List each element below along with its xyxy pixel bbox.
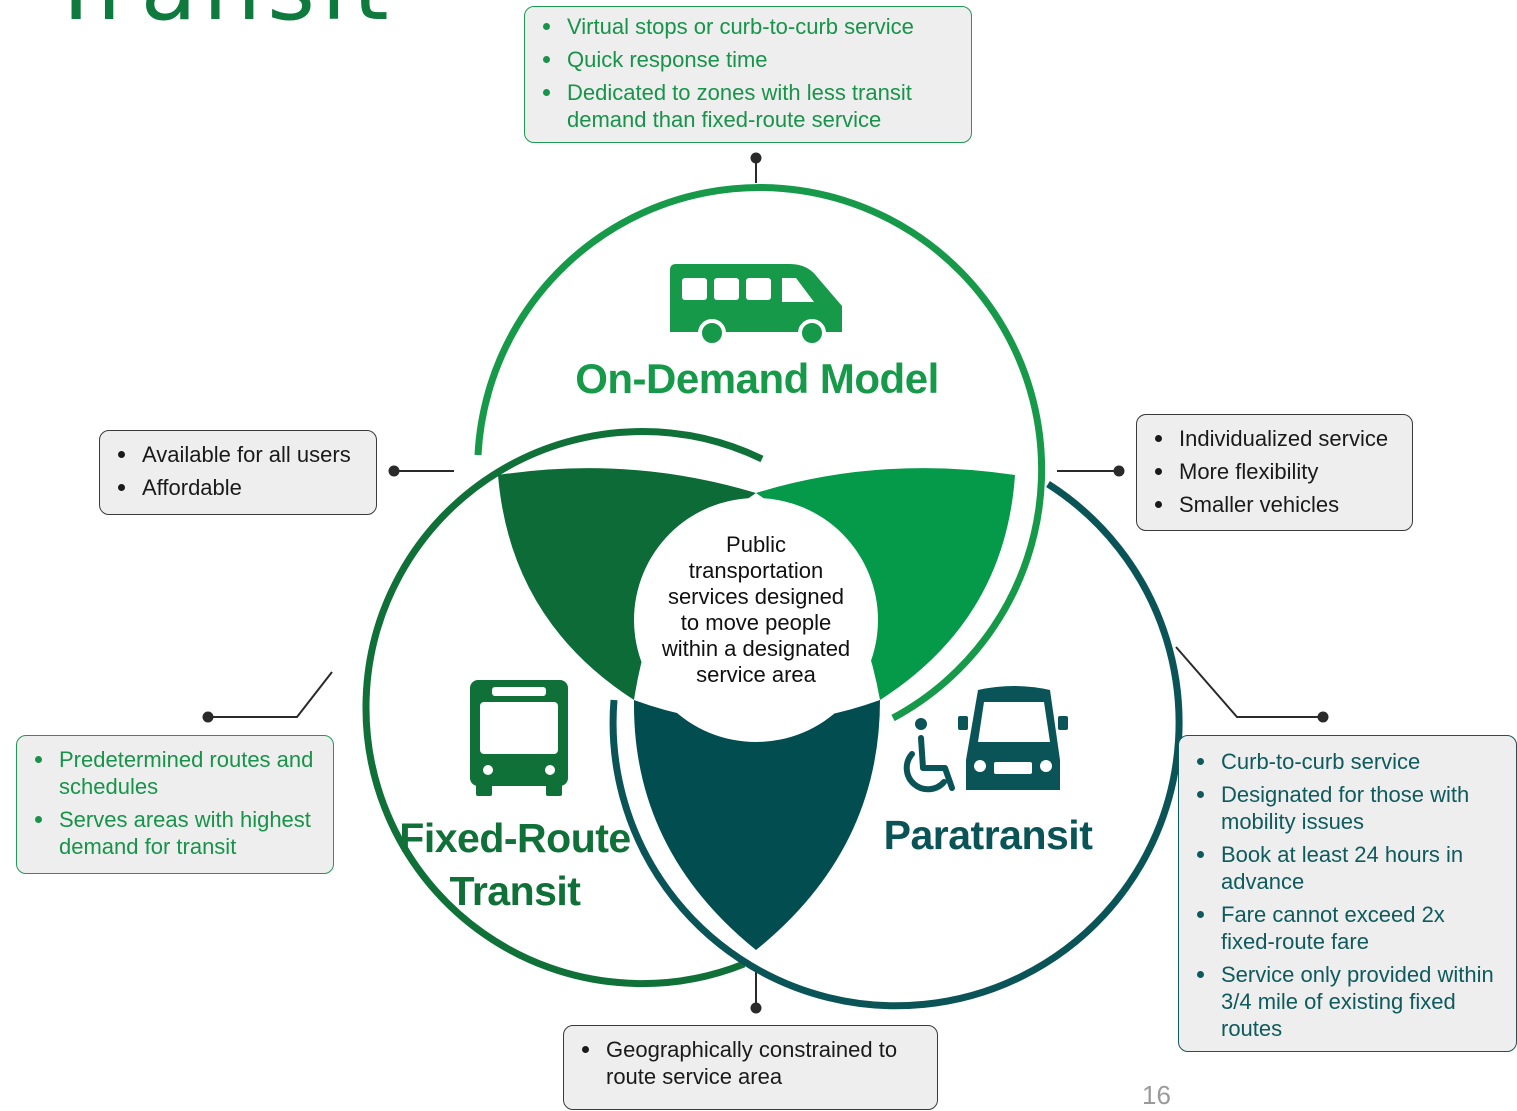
paratransit-circle <box>609 481 1183 1010</box>
connector-lines <box>202 152 1329 1014</box>
center-region <box>634 498 878 742</box>
wheelchair-icon <box>903 718 955 793</box>
callout-item: Book at least 24 hours in advance <box>1195 841 1504 895</box>
fixed-route-circle <box>362 428 764 987</box>
connector-fixed-route <box>208 671 333 718</box>
van-front-icon <box>958 686 1068 790</box>
page-number: 16 <box>1142 1080 1171 1110</box>
fixed-route-label-line1: Fixed-Route <box>399 815 631 861</box>
callout-item: Affordable <box>116 474 364 501</box>
slide-title: Transit <box>48 0 395 34</box>
minibus-icon <box>670 264 842 347</box>
paratransit-label: Paratransit <box>883 812 1093 858</box>
callout-item: Individualized service <box>1153 425 1400 452</box>
callout-item: Service only provided within 3/4 mile of… <box>1195 961 1504 1042</box>
callout-item: Quick response time <box>541 46 959 73</box>
callout-item: More flexibility <box>1153 458 1400 485</box>
callout-shared-on-demand-para: Individualized service More flexibility … <box>1136 414 1413 531</box>
connector-paratransit <box>1175 646 1323 718</box>
callout-item: Geographically constrained to route serv… <box>580 1036 925 1090</box>
callout-fixed-route: Predetermined routes and schedules Serve… <box>16 735 334 874</box>
callout-shared-fixed-on-demand: Available for all users Affordable <box>99 430 377 515</box>
on-demand-label: On-Demand Model <box>575 355 939 402</box>
overlap-fixed-para <box>633 700 880 950</box>
callout-item: Curb-to-curb service <box>1195 748 1504 775</box>
fixed-route-label-line2: Transit <box>449 868 581 914</box>
callout-on-demand: Virtual stops or curb-to-curb service Qu… <box>524 6 972 143</box>
bus-front-icon <box>470 680 568 796</box>
callout-paratransit: Curb-to-curb service Designated for thos… <box>1178 735 1517 1052</box>
callout-item: Designated for those with mobility issue… <box>1195 781 1504 835</box>
callout-item: Dedicated to zones with less transit dem… <box>541 79 959 133</box>
fixed-route-label: Fixed-Route Transit <box>390 812 640 918</box>
callout-item: Smaller vehicles <box>1153 491 1400 518</box>
on-demand-circle <box>474 184 1046 722</box>
callout-item: Available for all users <box>116 441 364 468</box>
callout-item: Virtual stops or curb-to-curb service <box>541 13 959 40</box>
callout-item: Fare cannot exceed 2x fixed-route fare <box>1195 901 1504 955</box>
callout-shared-fixed-para: Geographically constrained to route serv… <box>563 1025 938 1110</box>
center-description: Public transportation services designed … <box>661 532 851 687</box>
callout-item: Serves areas with highest demand for tra… <box>33 806 321 860</box>
callout-item: Predetermined routes and schedules <box>33 746 321 800</box>
